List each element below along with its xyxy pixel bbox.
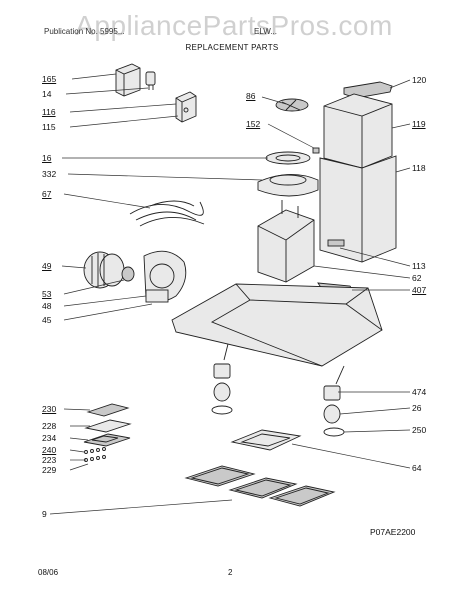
leader-lines	[49, 73, 411, 515]
callout-62: 62	[412, 273, 422, 283]
part-152-clip	[312, 147, 320, 154]
callout-407: 407	[412, 285, 427, 295]
callout-229: 229	[42, 465, 57, 475]
part-45-blower-housing	[143, 250, 187, 303]
callout-332: 332	[42, 169, 57, 179]
callout-115: 115	[42, 122, 56, 132]
part-64-glass-frame	[230, 429, 302, 451]
callout-9: 9	[42, 509, 47, 519]
light-assembly-right	[323, 365, 345, 437]
watermark-logo: AppliancePartsPros.com	[75, 10, 393, 41]
part-118-lower-chimney	[319, 155, 397, 263]
publication-header: Publication No. 5995... ELW...	[44, 27, 424, 36]
callout-16: 16	[42, 153, 52, 163]
publication-number: Publication No. 5995...	[44, 27, 125, 36]
part-228-panel	[84, 419, 132, 433]
callout-250: 250	[412, 425, 427, 435]
callout-86: 86	[246, 91, 256, 101]
part-119-upper-chimney	[323, 93, 393, 169]
section-title: REPLACEMENT PARTS	[185, 43, 279, 52]
part-9-grease-filters	[184, 465, 336, 507]
callout-119: 119	[412, 119, 426, 129]
callout-118: 118	[412, 163, 426, 173]
part-16-seal	[265, 151, 311, 165]
hood-canopy	[171, 283, 383, 367]
callout-113: 113	[412, 261, 426, 271]
light-assembly-left	[211, 343, 233, 415]
callout-120: 120	[412, 75, 427, 85]
part-240-buttons	[84, 447, 106, 462]
callout-14: 14	[42, 89, 52, 99]
callout-223: 223	[42, 455, 57, 465]
callout-45: 45	[42, 315, 52, 325]
part-230-cover	[86, 403, 130, 417]
callout-230: 230	[42, 404, 57, 414]
callout-53: 53	[42, 289, 52, 299]
callout-48: 48	[42, 301, 52, 311]
footer-page-number: 2	[228, 568, 233, 577]
callout-64: 64	[412, 463, 422, 473]
callout-474: 474	[412, 387, 427, 397]
diagram-code: P07AE2200	[370, 527, 416, 537]
part-120-bracket	[343, 81, 393, 99]
part-234-control-board	[83, 433, 131, 447]
footer-date: 08/06	[38, 568, 59, 577]
callout-152: 152	[246, 119, 261, 129]
callout-49: 49	[42, 261, 52, 271]
callout-116: 116	[42, 107, 56, 117]
callout-165: 165	[42, 74, 57, 84]
callout-234: 234	[42, 433, 57, 443]
part-53-motor	[121, 266, 135, 282]
part-165-bracket	[115, 63, 141, 97]
callout-26: 26	[412, 403, 422, 413]
part-62-motor-housing	[257, 200, 315, 283]
part-49-blower-wheel	[83, 251, 125, 289]
part-86-damper	[275, 98, 309, 112]
callout-228: 228	[42, 421, 57, 431]
model-number: ELW...	[254, 27, 277, 36]
part-14-capacitor	[145, 71, 156, 90]
part-67-wiring	[129, 200, 205, 227]
callout-67: 67	[42, 189, 52, 199]
part-116-switch-box	[175, 91, 197, 123]
callout-240: 240	[42, 445, 57, 455]
part-332-collar	[257, 174, 319, 197]
